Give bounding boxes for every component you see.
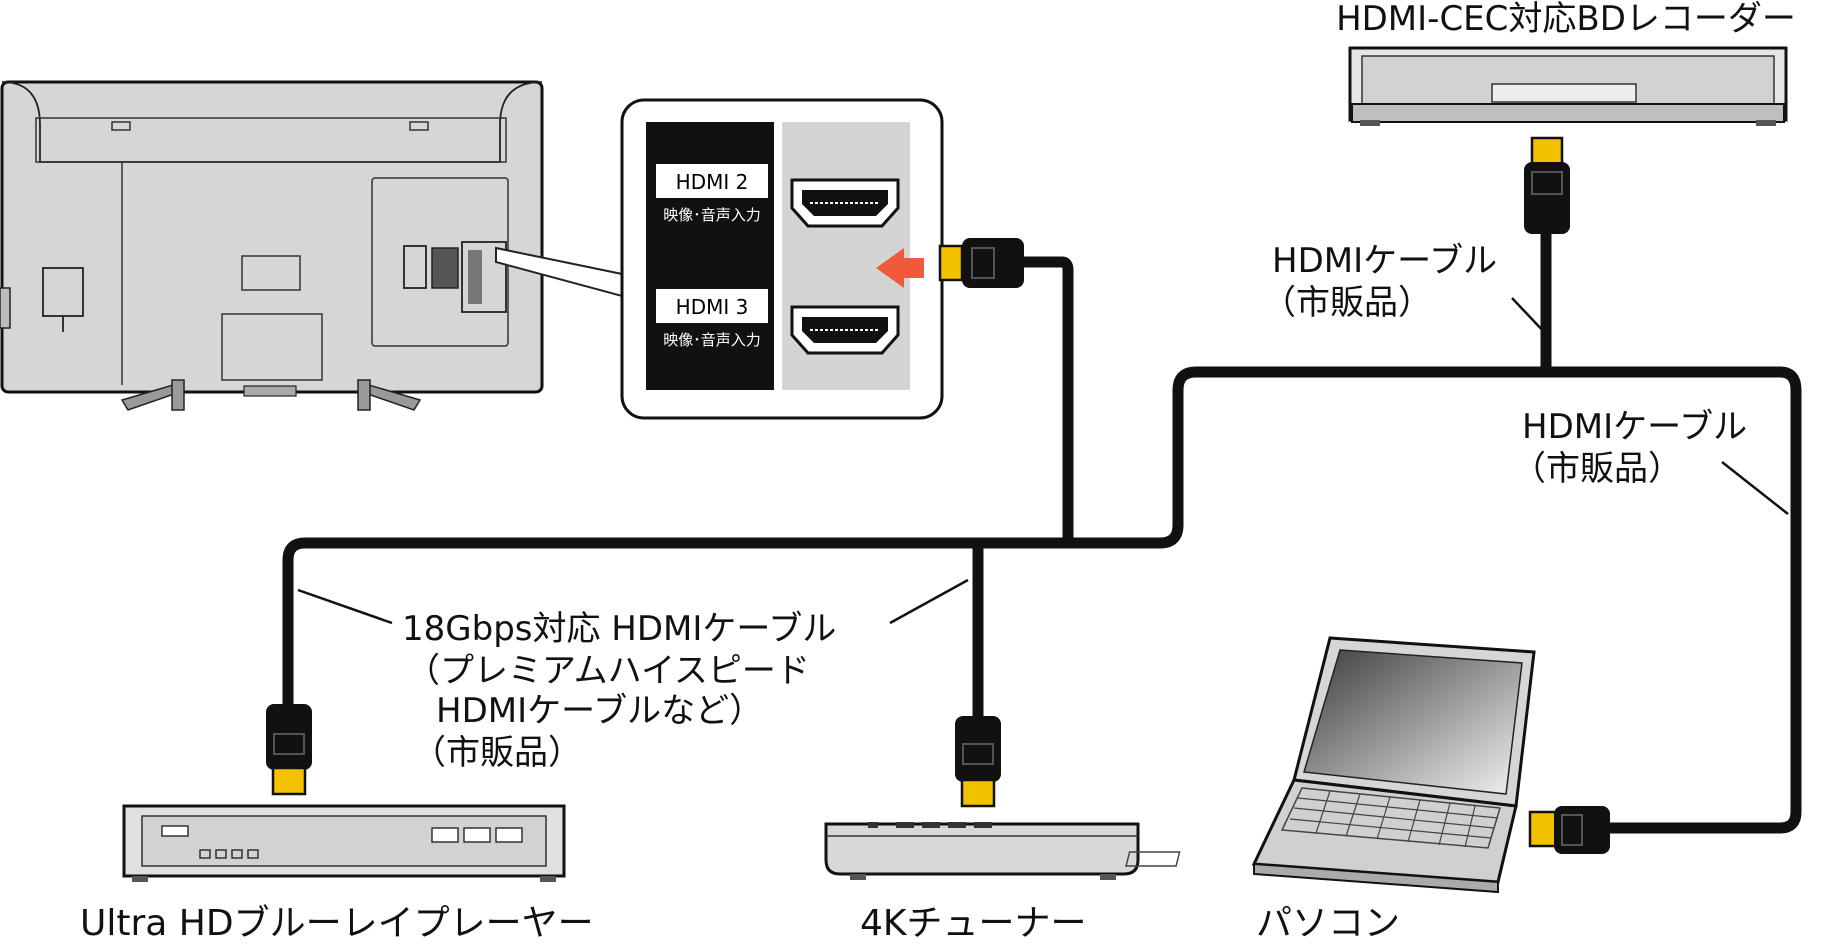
hdmi2-sublabel: 映像･音声入力 [663, 206, 761, 224]
player-label: Ultra HDブルーレイプレーヤー [80, 903, 594, 944]
pc-cable-label-line1: HDMIケーブル [1522, 407, 1747, 447]
recorder-label: HDMI-CEC対応BDレコーダー [1336, 0, 1796, 39]
hdmi3-port-icon [790, 305, 900, 355]
recorder-cable-label-line2: （市販品） [1262, 283, 1432, 323]
tv-hdmi-plug [938, 238, 1024, 288]
left-arrow-icon [876, 248, 924, 288]
tv-rear [0, 80, 544, 411]
4k-tuner [824, 822, 1140, 880]
bd-recorder [1348, 46, 1788, 126]
recorder-cable-label-line1: HDMIケーブル [1272, 241, 1497, 281]
pc-label: パソコン [1256, 903, 1400, 944]
leader-lines [297, 297, 1789, 625]
pc-hdmi-plug [1528, 806, 1610, 854]
port-panel: HDMI 2 映像･音声入力 HDMI 3 映像･音声入力 [620, 98, 944, 420]
uhd-player [122, 804, 566, 882]
recorder-hdmi-plug [1524, 136, 1570, 234]
hdmi2-port-icon [790, 178, 900, 228]
hdmi3-sublabel: 映像･音声入力 [663, 331, 761, 349]
hdmi3-label: HDMI 3 [676, 295, 749, 319]
main-cable-label-line4: （市販品） [412, 733, 582, 773]
tuner-hdmi-plug [955, 716, 1001, 808]
tuner-label: 4Kチューナー [860, 903, 1087, 944]
cables [282, 224, 1802, 834]
pc-cable-label-line2: （市販品） [1512, 449, 1682, 489]
player-hdmi-plug [266, 704, 312, 796]
main-cable-label-line2: （プレミアムハイスピード [406, 651, 810, 691]
hdmi2-label: HDMI 2 [676, 170, 749, 194]
main-cable-label-line1: 18Gbps対応 HDMIケーブル [402, 609, 836, 649]
main-cable-label-line3: HDMIケーブルなど） [436, 691, 763, 731]
laptop [1125, 636, 1536, 894]
